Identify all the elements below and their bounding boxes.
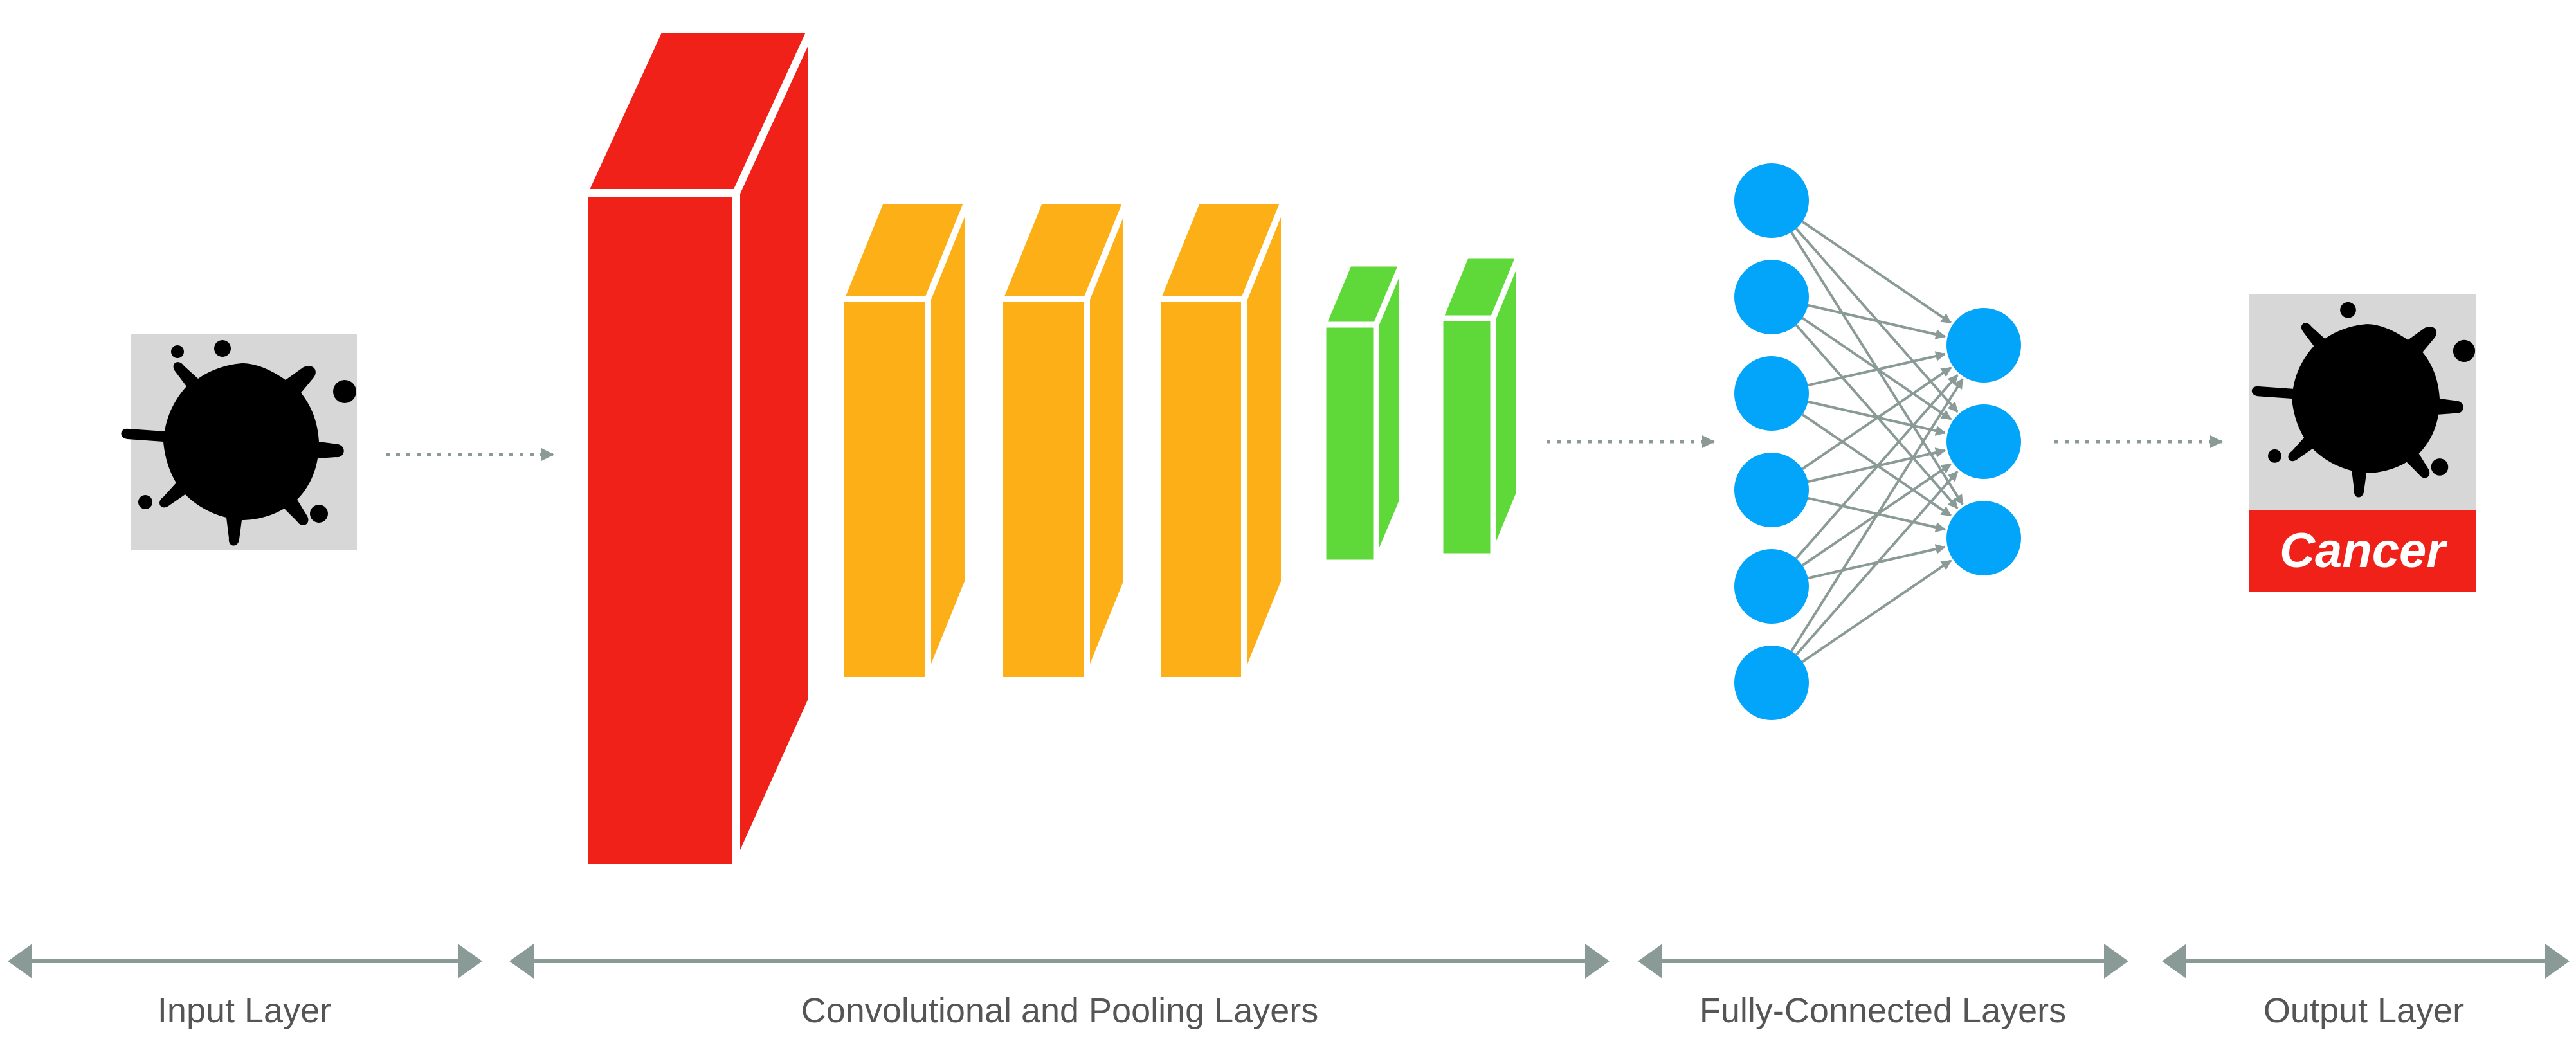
section-axis <box>8 944 2570 979</box>
fc-connection-l0-4-0 <box>1795 374 1959 559</box>
neuron-layer2-3 <box>1946 501 2021 575</box>
fc-connections <box>1790 221 1964 663</box>
section-label-output: Output Layer <box>2263 991 2464 1030</box>
fc-connection-l0-5-2 <box>1801 559 1952 663</box>
neuron-layer1-2 <box>1734 260 1809 334</box>
fc-connection-l0-5-0 <box>1790 378 1964 652</box>
feature-map-6 <box>1437 253 1522 559</box>
neuron-layer1-6 <box>1734 646 1809 720</box>
feature-map-2 <box>838 197 971 683</box>
neuron-layer2-2 <box>1946 404 2021 479</box>
neuron-layer1-1 <box>1734 163 1809 238</box>
neuron-layer1-4 <box>1734 453 1809 527</box>
fc-connection-l0-1-0 <box>1808 303 1946 339</box>
feature-map-5 <box>1320 260 1405 566</box>
prediction-label: Cancer <box>2280 523 2448 578</box>
section-label-conv: Convolutional and Pooling Layers <box>801 991 1319 1030</box>
section-range-fc <box>1638 944 2128 979</box>
output-image: Cancer <box>2249 294 2476 592</box>
input-image <box>121 334 357 550</box>
feature-maps <box>580 25 1522 872</box>
feature-map-4 <box>1154 197 1287 683</box>
section-label-input: Input Layer <box>158 991 331 1030</box>
feature-map-3 <box>997 197 1130 683</box>
section-range-output <box>2162 944 2570 979</box>
feature-map-1 <box>580 25 815 872</box>
neuron-layer1-3 <box>1734 356 1809 431</box>
fc-connection-l0-3-0 <box>1801 366 1952 470</box>
fc-connection-l0-0-0 <box>1801 221 1952 324</box>
fc-neurons <box>1734 163 2021 720</box>
neuron-layer1-5 <box>1734 549 1809 624</box>
fc-connection-l0-5-1 <box>1795 471 1959 656</box>
section-range-input <box>8 944 482 979</box>
neuron-layer2-1 <box>1946 308 2021 383</box>
prediction-banner <box>2249 510 2476 592</box>
section-range-conv <box>509 944 1610 979</box>
output-image-icon <box>2251 302 2476 498</box>
fc-connection-l0-2-0 <box>1808 351 1946 387</box>
section-label-fc: Fully-Connected Layers <box>1700 991 2066 1030</box>
input-image-icon <box>121 340 356 546</box>
